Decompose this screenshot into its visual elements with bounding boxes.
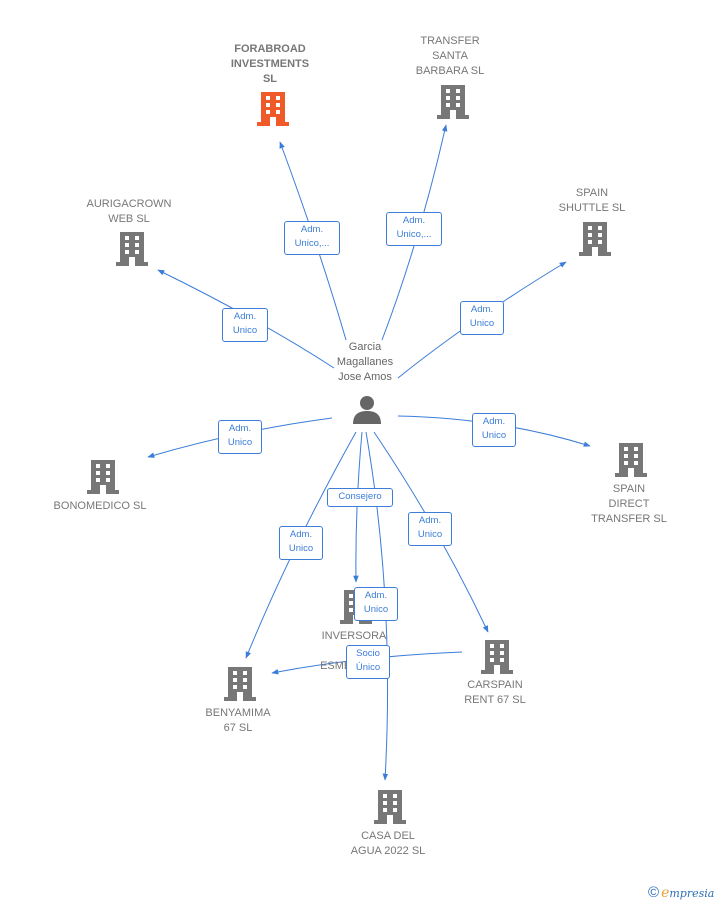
relation-badge-casa[interactable]: Adm. Unico <box>354 587 398 621</box>
relation-badge-forabroad[interactable]: Adm. Unico,... <box>284 221 340 255</box>
brand-footer[interactable]: ©empresia <box>648 884 714 901</box>
relation-badge-transfer[interactable]: Adm. Unico,... <box>386 212 442 246</box>
building-icon <box>224 667 256 701</box>
edge-inversora <box>353 431 363 583</box>
company-carspain-label: CARSPAIN RENT 67 SL <box>464 679 526 706</box>
building-icon <box>615 443 647 477</box>
relation-badge-auriga[interactable]: Adm. Unico <box>222 308 268 342</box>
company-spainshuttle[interactable]: SPAIN SHUTTLE SL <box>512 186 672 216</box>
copyright-symbol: © <box>648 884 660 901</box>
person-label[interactable]: Garcia Magallanes Jose Amos <box>336 341 394 383</box>
relation-badge-socio[interactable]: Socio Único <box>346 645 390 679</box>
company-casadelagua-label: CASA DEL AGUA 2022 SL <box>350 830 426 857</box>
company-spaindirect-label: SPAIN DIRECT TRANSFER SL <box>591 483 667 525</box>
company-forabroad[interactable]: FORABROAD INVESTMENTS SL <box>190 42 350 87</box>
building-icon <box>437 85 469 119</box>
company-benyamima[interactable]: BENYAMIMA 67 SL <box>158 706 318 736</box>
building-icon <box>481 640 513 674</box>
company-bonomedico[interactable]: BONOMEDICO SL <box>20 499 180 514</box>
relation-badge-carspain[interactable]: Adm. Unico <box>408 512 452 546</box>
company-transfer-label: TRANSFER SANTA BARBARA SL <box>415 35 485 77</box>
company-carspain[interactable]: CARSPAIN RENT 67 SL <box>415 678 575 708</box>
relation-badge-spaindirect[interactable]: Adm. Unico <box>472 413 516 447</box>
building-icon <box>374 790 406 824</box>
building-icon <box>257 92 289 126</box>
company-aurigacrown-label: AURIGACROWN WEB SL <box>86 198 172 225</box>
relation-badge-benyamima[interactable]: Adm. Unico <box>279 526 323 560</box>
relation-badge-shuttle[interactable]: Adm. Unico <box>460 301 504 335</box>
brand-logo-e: e <box>661 885 670 901</box>
company-aurigacrown[interactable]: AURIGACROWN WEB SL <box>49 197 209 227</box>
company-forabroad-label: FORABROAD INVESTMENTS SL <box>230 43 310 85</box>
person-icon[interactable] <box>352 394 382 424</box>
company-bonomedico-label: BONOMEDICO SL <box>53 500 147 512</box>
company-transfer[interactable]: TRANSFER SANTA BARBARA SL <box>370 34 530 79</box>
brand-name: mpresia <box>669 887 715 900</box>
company-spainshuttle-label: SPAIN SHUTTLE SL <box>558 187 626 214</box>
building-icon <box>579 222 611 256</box>
relation-badge-inversora[interactable]: Consejero <box>327 488 393 507</box>
company-benyamima-label: BENYAMIMA 67 SL <box>205 707 271 734</box>
company-spaindirect[interactable]: SPAIN DIRECT TRANSFER SL <box>549 482 709 527</box>
building-icon <box>116 232 148 266</box>
building-icon <box>87 460 119 494</box>
company-casadelagua[interactable]: CASA DEL AGUA 2022 SL <box>308 829 468 859</box>
relation-badge-bonomedico[interactable]: Adm. Unico <box>218 420 262 454</box>
